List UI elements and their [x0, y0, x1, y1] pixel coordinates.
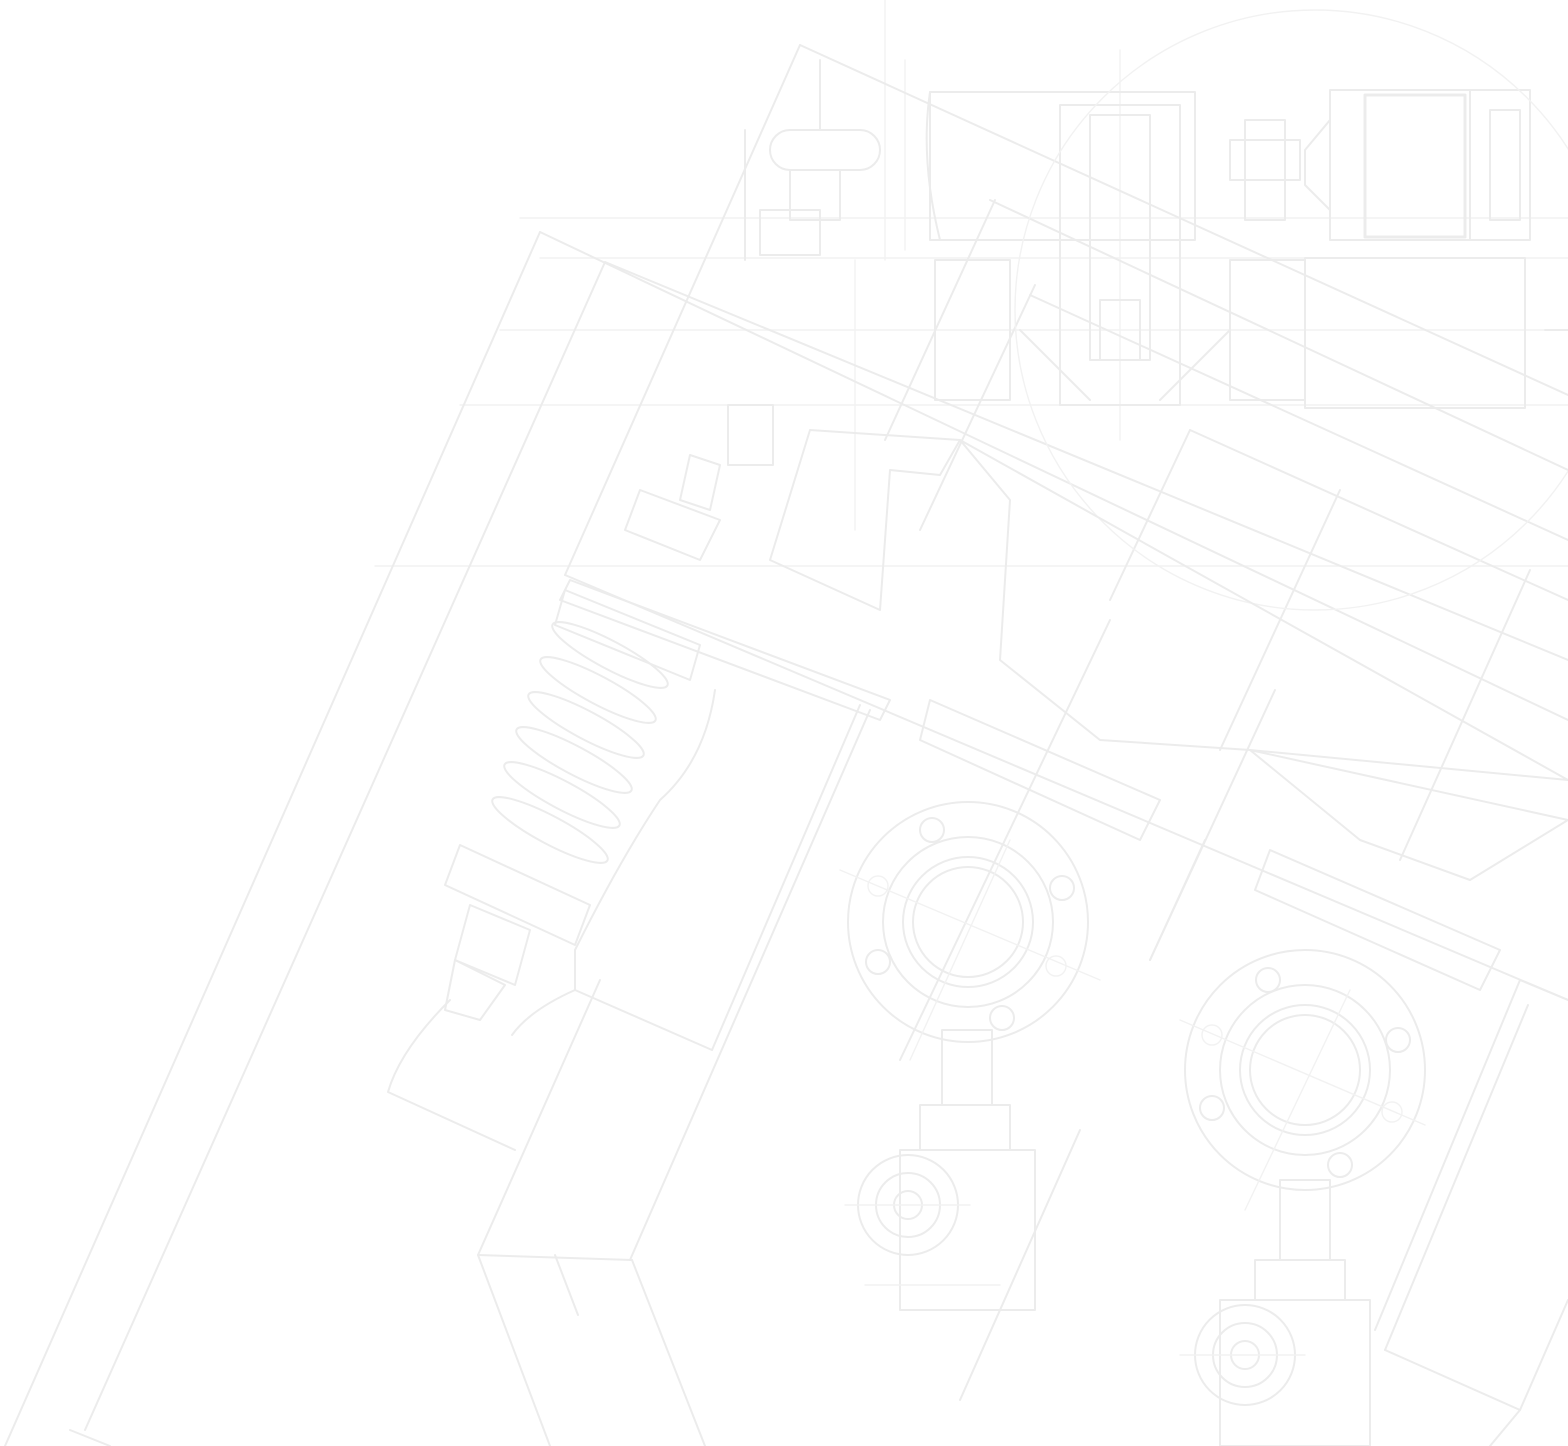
coil-spring — [387, 589, 716, 1151]
construction-lines — [374, 0, 1568, 567]
flange-unit-right — [1179, 949, 1426, 1446]
mount-blocks — [559, 404, 1568, 991]
drive-assembly — [744, 9, 1568, 611]
frame-lines — [4, 44, 1568, 1446]
drawing-lines — [4, 0, 1568, 1446]
flange-unit-left — [839, 801, 1101, 1311]
support-legs — [477, 704, 1568, 1446]
